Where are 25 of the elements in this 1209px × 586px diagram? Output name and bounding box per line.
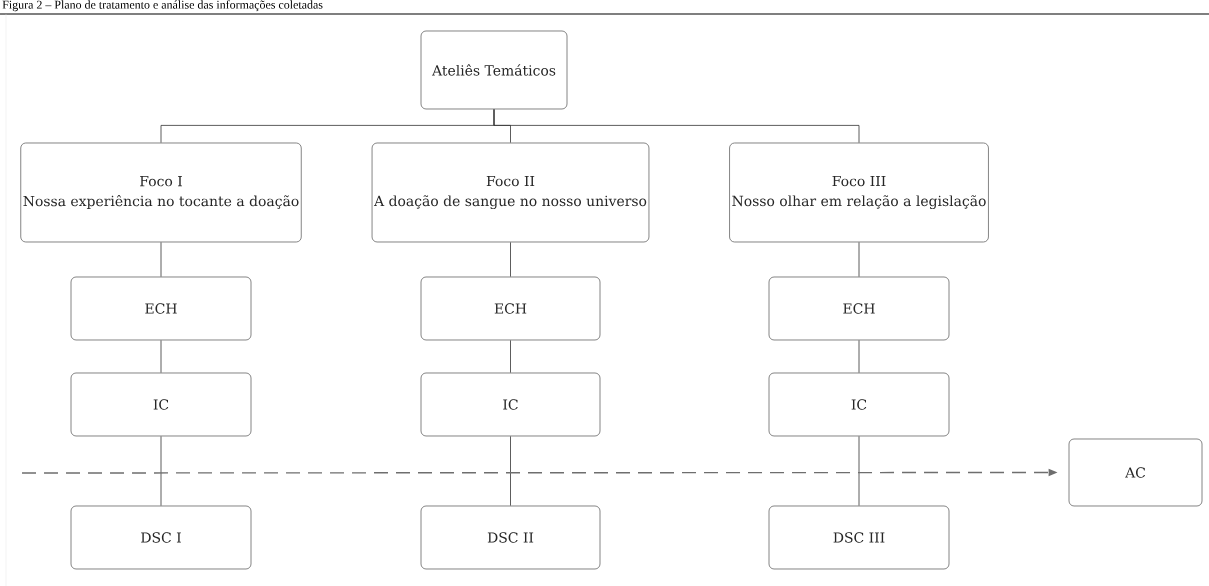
- process-box: Ateliês Temáticos: [420, 30, 568, 110]
- process-box: IC: [420, 372, 601, 437]
- process-box: Foco II A doação de sangue no nosso universo: [371, 142, 650, 243]
- process-box: DSC I: [70, 505, 252, 570]
- connector: [510, 340, 511, 373]
- process-box: ECH: [768, 276, 950, 341]
- process-box: DSC III: [768, 505, 950, 570]
- connector: [160, 436, 162, 506]
- process-box: ECH: [70, 276, 252, 341]
- process-box: DSC II: [420, 505, 601, 570]
- connector: [510, 242, 511, 277]
- process-box: AC: [1068, 438, 1203, 507]
- process-box: Foco III Nosso olhar em relação a legislação: [729, 142, 989, 243]
- process-box: ECH: [420, 276, 601, 341]
- connector: [510, 436, 511, 506]
- process-box: Foco I Nossa experiência no tocante a doação: [20, 142, 302, 243]
- connector: [160, 242, 162, 277]
- connector: [858, 436, 860, 506]
- process-box: IC: [70, 372, 252, 437]
- process-box: IC: [768, 372, 950, 437]
- connector: [493, 109, 860, 143]
- connector: [858, 340, 860, 373]
- connector: [858, 242, 860, 277]
- figure-title: Figura 2 – Plano de tratamento e análise das informações coletadas: [2, 0, 323, 12]
- connector: [160, 340, 162, 373]
